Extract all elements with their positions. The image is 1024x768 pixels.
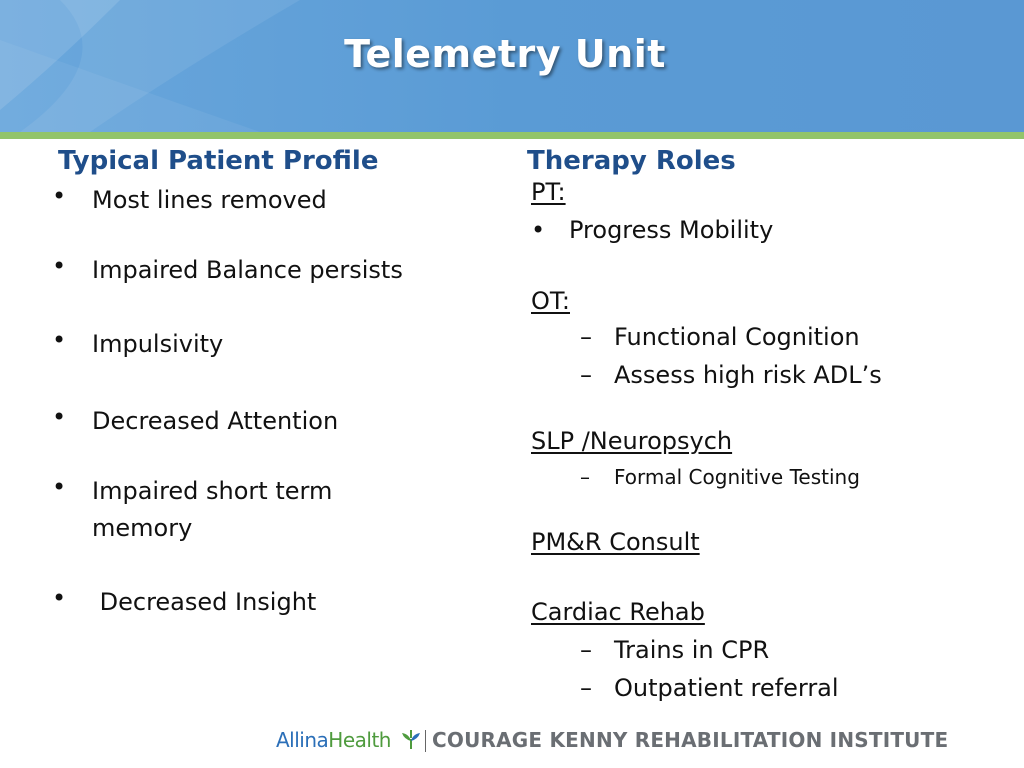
- footer-logo: AllinaHealth COURAGE KENNY REHABILITATIO…: [276, 724, 996, 758]
- left-column-heading: Typical Patient Profile: [58, 146, 379, 176]
- allina-health-logo: AllinaHealth: [276, 728, 391, 752]
- header-banner: Telemetry Unit: [0, 0, 1024, 132]
- cardiac-item: Trains in CPR: [614, 636, 770, 664]
- cardiac-label: Cardiac Rehab: [531, 598, 705, 626]
- ot-item: Assess high risk ADL’s: [614, 361, 882, 389]
- pt-item: •: [531, 216, 546, 244]
- dash-icon: –: [580, 323, 592, 351]
- pt-label: PT:: [531, 178, 566, 206]
- pt-item-text: Progress Mobility: [569, 216, 774, 244]
- dash-icon: –: [580, 636, 592, 664]
- plant-icon: [402, 730, 420, 749]
- accent-divider: [0, 132, 1024, 139]
- pmr-label: PM&R Consult: [531, 528, 700, 556]
- ot-label: OT:: [531, 287, 570, 315]
- slp-item: Formal Cognitive Testing: [614, 465, 860, 489]
- header-decoration: [0, 0, 300, 132]
- dash-icon: –: [580, 465, 590, 489]
- slp-label: SLP /Neuropsych: [531, 427, 733, 455]
- slide-title: Telemetry Unit: [344, 32, 666, 76]
- cardiac-item: Outpatient referral: [614, 674, 839, 702]
- courage-kenny-logo: COURAGE KENNY REHABILITATION INSTITUTE: [432, 728, 949, 752]
- logo-separator: [425, 730, 426, 752]
- ot-item: Functional Cognition: [614, 323, 860, 351]
- dash-icon: –: [580, 361, 592, 389]
- right-column-heading: Therapy Roles: [527, 146, 736, 176]
- dash-icon: –: [580, 674, 592, 702]
